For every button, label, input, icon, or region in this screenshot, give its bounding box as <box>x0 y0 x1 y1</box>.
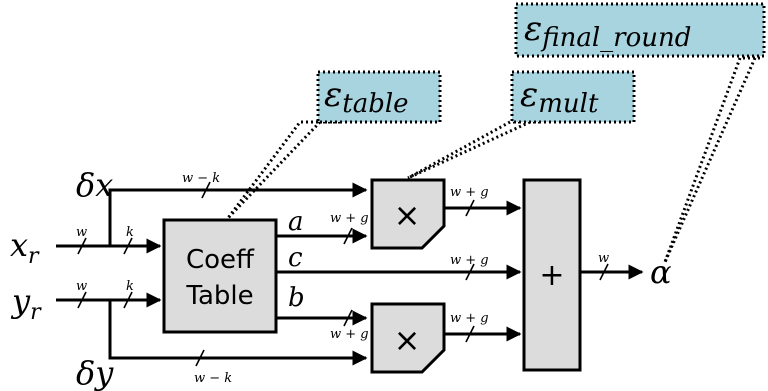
yr-width-label: w <box>76 279 87 294</box>
epsilon-final-round-label: εfinal_round <box>524 9 691 53</box>
alpha-label: α <box>650 253 672 291</box>
c-label: c <box>288 243 303 273</box>
bus-ticks <box>77 181 609 367</box>
yr-table-width-label: k <box>126 279 134 294</box>
xr-table-width-label: k <box>126 225 134 240</box>
delta-y-wire <box>108 300 368 366</box>
multiplier-a-block <box>370 178 446 250</box>
b-label: b <box>288 283 305 313</box>
delta-x-wire <box>108 182 368 198</box>
delta-y-label: δy <box>76 354 114 391</box>
adder-block <box>522 178 582 372</box>
x-r-label: xr <box>10 226 40 269</box>
coeff-table-label-line2: Table <box>185 281 253 311</box>
mult2-width-label: w + g <box>450 311 489 326</box>
multiplier-b-block <box>370 302 446 374</box>
error-callout-final-round: εfinal_round <box>514 2 766 263</box>
epsilon-mult-label: εmult <box>520 75 599 119</box>
coeff-table-label-line1: Coeff <box>186 245 255 275</box>
delta-x-width-label: w − k <box>182 171 220 186</box>
adder-symbol: + <box>539 258 564 293</box>
epsilon-table-label: εtable <box>324 75 409 119</box>
delta-y-width-label: w − k <box>194 371 232 386</box>
final-round-subscript: final_round <box>540 23 691 53</box>
b-width-label: w + g <box>330 327 369 342</box>
error-callout-mult: εmult <box>407 70 636 180</box>
a-label: a <box>288 207 304 237</box>
mult1-width-label: w + g <box>450 185 489 200</box>
delta-x-label: δx <box>76 166 113 204</box>
coeff-table-block <box>162 218 278 334</box>
c-width-label: w + g <box>450 253 489 268</box>
multiplier-b-symbol: × <box>394 321 421 359</box>
a-width-label: w + g <box>330 211 369 226</box>
xr-width-label: w <box>76 225 87 240</box>
epsilon-symbol: ε <box>524 9 542 49</box>
error-callout-table: εtable <box>226 70 442 220</box>
alpha-width-label: w <box>598 251 609 266</box>
y-r-label: yr <box>10 282 42 325</box>
multiplier-a-symbol: × <box>394 196 421 234</box>
